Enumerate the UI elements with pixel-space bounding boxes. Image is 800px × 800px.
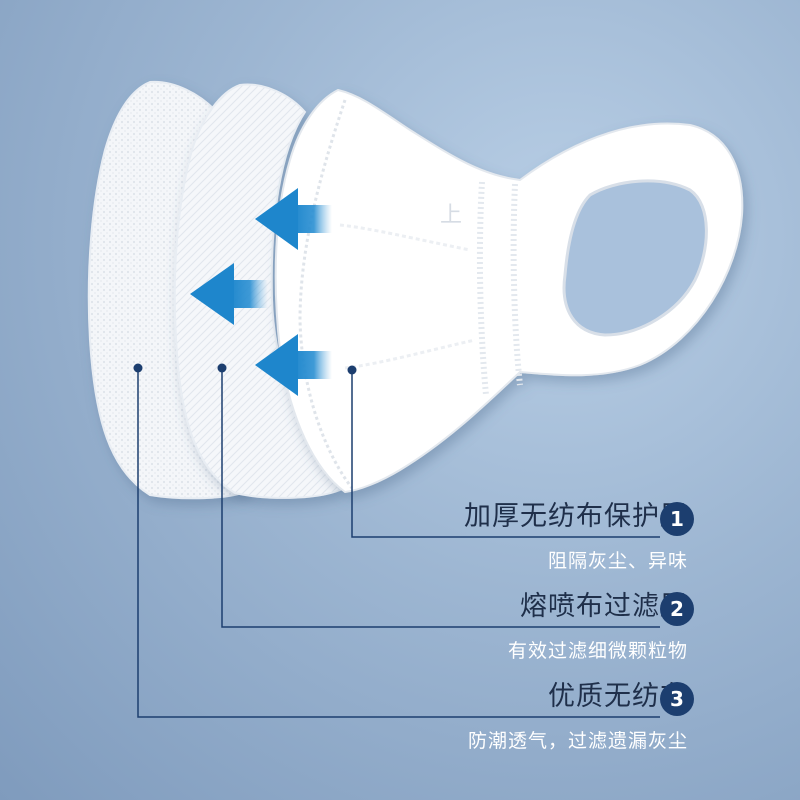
- layer-1-mask: 上: [274, 88, 744, 494]
- layer-2-title: 熔喷布过滤层: [520, 591, 688, 622]
- arrow-left-icon: [255, 334, 332, 396]
- layer-3-title: 优质无纺布: [548, 681, 688, 712]
- arrow-left-icon: [190, 263, 268, 325]
- layer-2-callout: 熔喷布过滤层 有效过滤细微颗粒物: [508, 590, 688, 664]
- leader-line-3: [137, 368, 660, 718]
- layer-1-description: 阻隔灰尘、异味: [547, 550, 688, 572]
- layer-2-badge: 2: [660, 592, 694, 626]
- layer-1-callout: 加厚无纺布保护层 阻隔灰尘、异味: [464, 500, 688, 574]
- leader-line-2: [221, 368, 660, 628]
- arrow-left-icon: [255, 188, 332, 250]
- layer-1-title: 加厚无纺布保护层: [464, 501, 688, 532]
- layer-1-badge: 1: [660, 502, 694, 536]
- mask-imprint: 上: [440, 203, 462, 228]
- layer-3-badge: 3: [660, 682, 694, 716]
- layer-3-callout: 优质无纺布 防潮透气，过滤遗漏灰尘: [468, 680, 688, 754]
- leader-line-1: [351, 370, 660, 538]
- layer-3-description: 防潮透气，过滤遗漏灰尘: [467, 730, 688, 752]
- layer-2-description: 有效过滤细微颗粒物: [507, 640, 688, 662]
